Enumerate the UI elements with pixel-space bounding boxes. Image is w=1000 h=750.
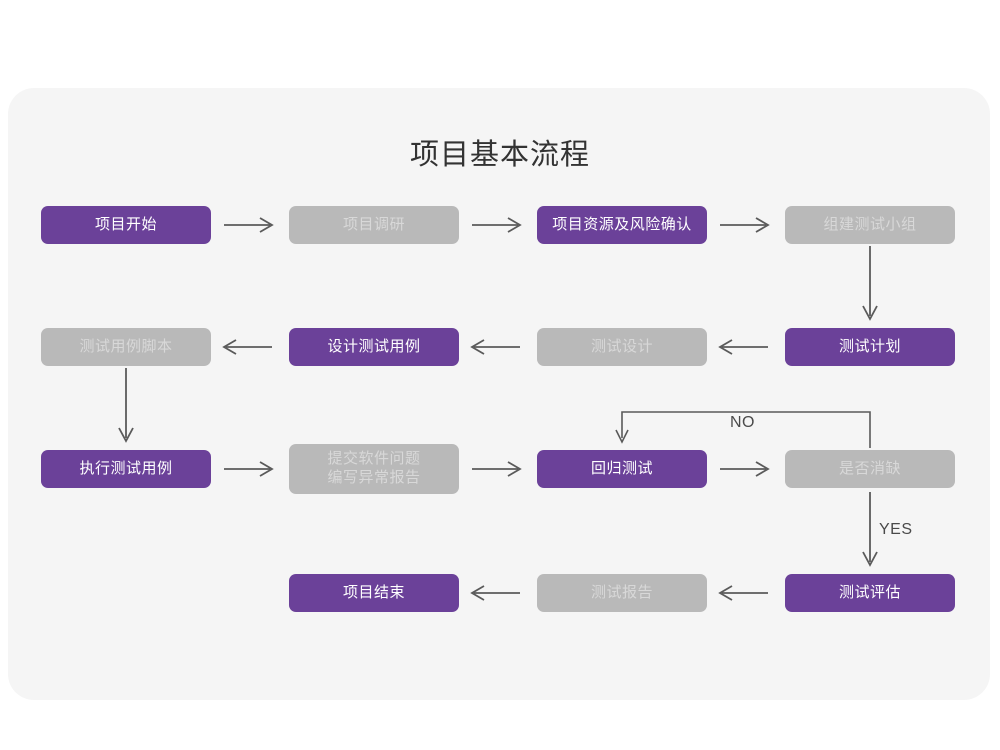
node-resource-risk-confirm[interactable]: 项目资源及风险确认 (537, 206, 707, 244)
node-test-design[interactable]: 测试设计 (537, 328, 707, 366)
node-regression-test[interactable]: 回归测试 (537, 450, 707, 488)
node-design-test-case[interactable]: 设计测试用例 (289, 328, 459, 366)
edge-label-yes: YES (879, 521, 913, 538)
node-project-start[interactable]: 项目开始 (41, 206, 211, 244)
arrow-n6-to-n5 (222, 336, 278, 358)
arrow-n3-to-n4 (718, 214, 774, 236)
node-submit-issue-report[interactable]: 提交软件问题 编写异常报告 (289, 444, 459, 494)
arrow-n9-to-n10 (222, 458, 278, 480)
arrow-n10-to-n11 (470, 458, 526, 480)
node-build-test-team[interactable]: 组建测试小组 (785, 206, 955, 244)
node-project-research[interactable]: 项目调研 (289, 206, 459, 244)
node-test-plan[interactable]: 测试计划 (785, 328, 955, 366)
arrow-n11-to-n12 (718, 458, 774, 480)
arrow-n14-to-n13 (470, 582, 526, 604)
node-test-case-script[interactable]: 测试用例脚本 (41, 328, 211, 366)
arrow-n4-to-n8 (858, 246, 882, 326)
edge-label-no: NO (730, 414, 755, 431)
arrow-n15-to-n14 (718, 582, 774, 604)
arrow-no-loop-n12-to-n11 (614, 408, 878, 450)
node-execute-test-case[interactable]: 执行测试用例 (41, 450, 211, 488)
node-test-report[interactable]: 测试报告 (537, 574, 707, 612)
arrow-n5-to-n9 (114, 368, 138, 448)
arrow-n1-to-n2 (222, 214, 278, 236)
node-test-evaluation[interactable]: 测试评估 (785, 574, 955, 612)
arrow-yes-n12-to-n15 (858, 492, 882, 572)
arrow-n8-to-n7 (718, 336, 774, 358)
node-project-end[interactable]: 项目结束 (289, 574, 459, 612)
page-title: 项目基本流程 (409, 139, 590, 171)
arrow-n7-to-n6 (470, 336, 526, 358)
node-defect-cleared-decision[interactable]: 是否消缺 (785, 450, 955, 488)
arrow-n2-to-n3 (470, 214, 526, 236)
